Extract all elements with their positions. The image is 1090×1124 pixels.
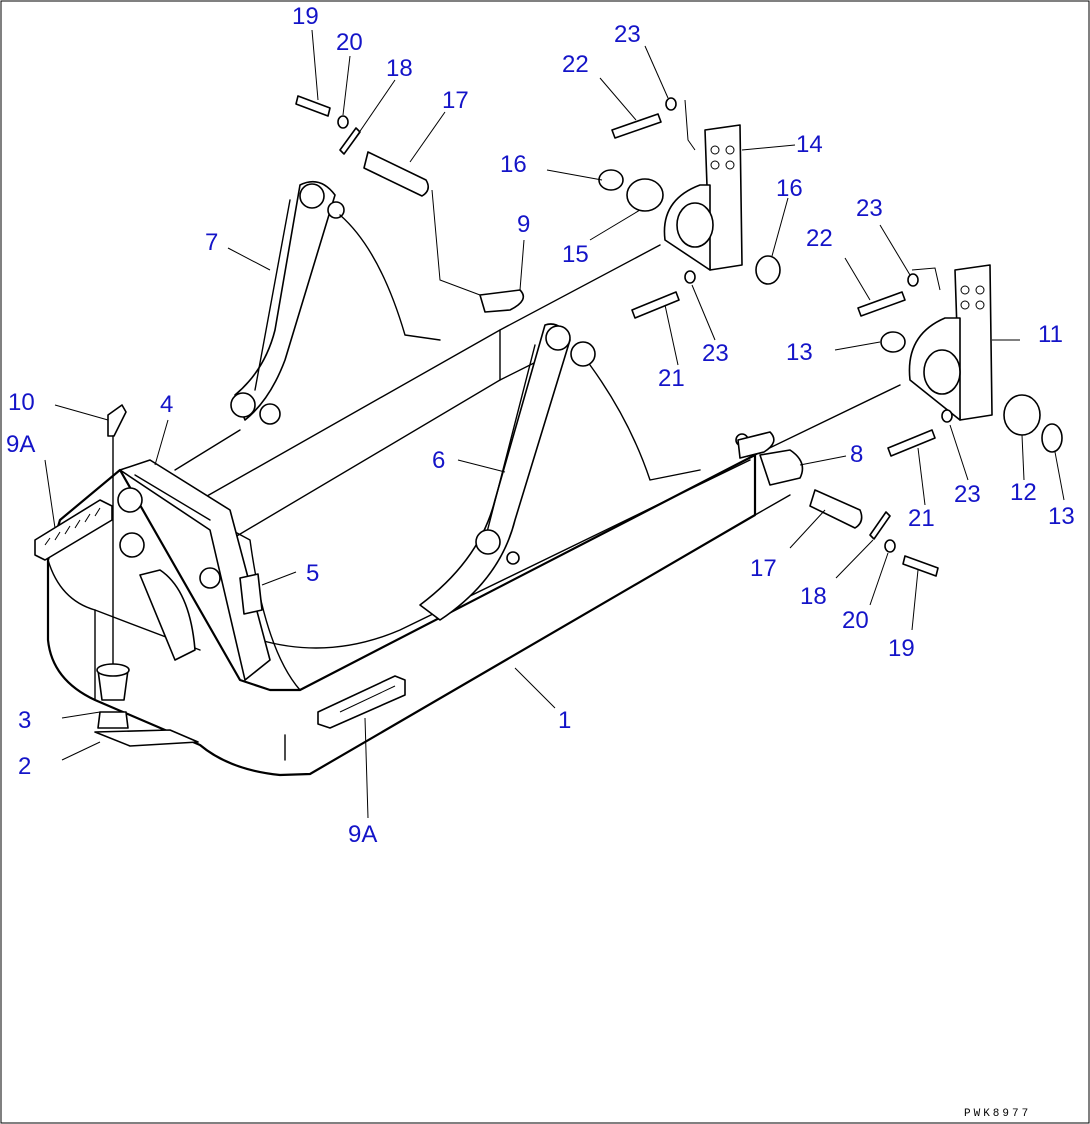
bracket-14 (663, 124, 743, 271)
callout-17-top: 17 (442, 87, 469, 114)
callout-23-top: 23 (614, 21, 641, 48)
frame-left-rail (199, 329, 501, 541)
callout-19-top: 19 (292, 3, 319, 30)
callout-9a-bottom: 9A (348, 821, 377, 848)
callout-23-right: 23 (856, 195, 883, 222)
wear-strip-left (34, 499, 113, 561)
callout-13-upper: 13 (786, 339, 813, 366)
front-bracket (117, 459, 271, 681)
leader-lines (44, 29, 1065, 819)
callout-18-lower: 18 (800, 583, 827, 610)
callout-2: 2 (18, 753, 31, 780)
callout-16-left: 16 (500, 151, 527, 178)
callout-23-lower: 23 (954, 481, 981, 508)
callout-23-mid: 23 (702, 340, 729, 367)
callout-19-lower: 19 (888, 635, 915, 662)
frame-main-body (46, 453, 757, 777)
arm-right (419, 323, 749, 621)
callout-9a-left: 9A (6, 431, 35, 458)
fasteners (94, 95, 1063, 747)
document-id: PWK8977 (964, 1108, 1031, 1120)
callout-11: 11 (1038, 321, 1063, 348)
bracket-11 (908, 264, 993, 421)
callout-10: 10 (8, 389, 35, 416)
callout-15: 15 (562, 241, 589, 268)
callout-14: 14 (796, 131, 823, 158)
callout-17-lower: 17 (750, 555, 777, 582)
callout-9: 9 (517, 211, 530, 238)
arm-left (174, 180, 441, 471)
callout-18-top: 18 (386, 55, 413, 82)
callout-16-right: 16 (776, 175, 803, 202)
callout-3: 3 (18, 707, 31, 734)
callout-21-lower: 21 (908, 505, 935, 532)
callout-labels: 19 20 18 17 23 22 14 16 16 15 9 7 23 22 … (6, 3, 1075, 848)
callout-4: 4 (160, 391, 173, 418)
frame-right-rail (259, 459, 751, 649)
callout-12: 12 (1010, 479, 1037, 506)
callout-7: 7 (205, 229, 218, 256)
callout-20-lower: 20 (842, 607, 869, 634)
callout-20-top: 20 (336, 29, 363, 56)
callout-22-top: 22 (562, 51, 589, 78)
callout-8: 8 (850, 441, 863, 468)
callout-1: 1 (558, 707, 571, 734)
callout-13-lower: 13 (1048, 503, 1075, 530)
callout-6: 6 (432, 447, 445, 474)
callout-21-upper: 21 (658, 365, 685, 392)
frame-assembly (34, 244, 901, 777)
callout-22-right: 22 (806, 225, 833, 252)
callout-5: 5 (306, 560, 319, 587)
frame-top-edge (59, 454, 756, 691)
